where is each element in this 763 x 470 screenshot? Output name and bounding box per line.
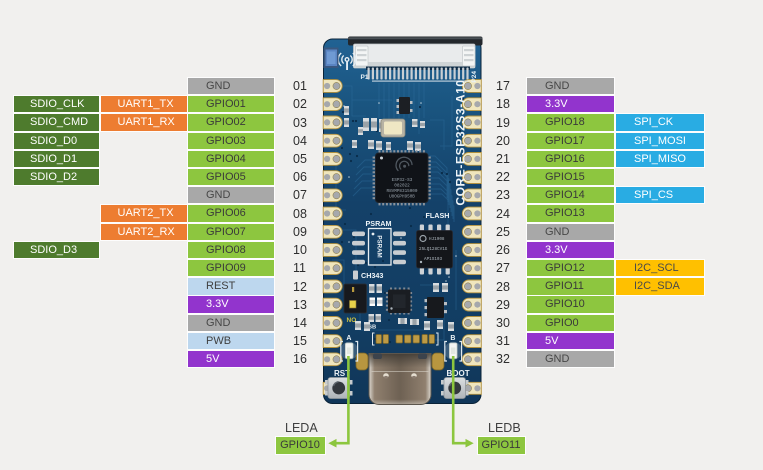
svg-text:082022: 082022: [394, 184, 410, 189]
svg-text:A: A: [346, 335, 351, 342]
svg-text:AP1S103: AP1S103: [424, 257, 442, 262]
svg-text:R8VMP8315000: R8VMP8315000: [387, 189, 418, 194]
svg-text:P24: P24: [471, 71, 478, 83]
svg-text:HJ1908: HJ1908: [429, 237, 445, 242]
svg-text:RST: RST: [334, 369, 350, 378]
svg-text:U8OGPH950B: U8OGPH950B: [389, 195, 415, 200]
svg-text:FLASH: FLASH: [426, 211, 450, 220]
svg-text:CORE-ESP32S3-A10: CORE-ESP32S3-A10: [454, 79, 468, 205]
svg-text:25LQ128CV1G: 25LQ128CV1G: [419, 247, 448, 252]
svg-text:PSRAM: PSRAM: [366, 219, 392, 228]
svg-text:NO: NO: [347, 317, 357, 324]
svg-text:BOOT: BOOT: [447, 369, 470, 378]
svg-text:CH343: CH343: [361, 271, 383, 280]
svg-text:PSRAM: PSRAM: [376, 235, 383, 257]
svg-text:USB: USB: [364, 325, 376, 331]
svg-text:P1: P1: [361, 74, 369, 81]
svg-text:ESP32-S3: ESP32-S3: [392, 178, 413, 183]
svg-text:B: B: [450, 335, 455, 342]
